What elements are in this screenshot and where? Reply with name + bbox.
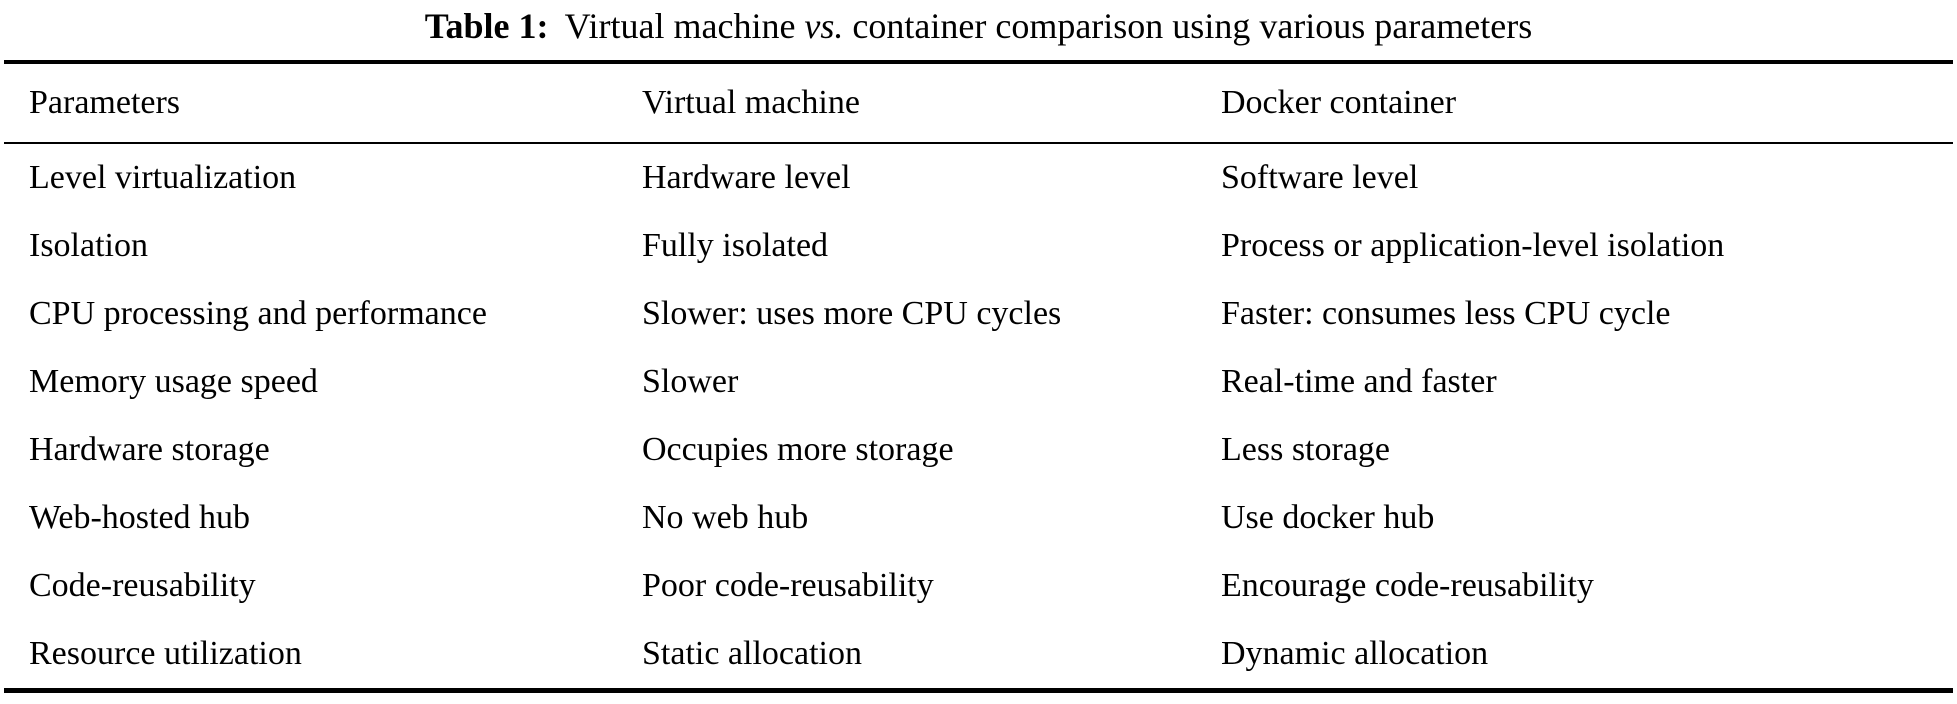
table-cell: Fully isolated <box>642 227 829 264</box>
table-cell: Web-hosted hub <box>29 499 251 536</box>
column-header-virtual-machine: Virtual machine <box>642 62 1221 144</box>
table-cell: Faster: consumes less CPU cycle <box>1221 295 1671 332</box>
table-row: Level virtualization Hardware level Soft… <box>4 143 1953 212</box>
table-row: CPU processing and performance Slower: u… <box>4 280 1953 348</box>
table-cell: Code-reusability <box>29 567 256 604</box>
table-row: Resource utilization Static allocation D… <box>4 620 1953 691</box>
table-cell: Software level <box>1221 159 1419 196</box>
table-row: Web-hosted hub No web hub Use docker hub <box>4 484 1953 552</box>
table-cell: Resource utilization <box>29 635 302 672</box>
table-row: Memory usage speed Slower Real-time and … <box>4 348 1953 416</box>
header-row: Parameters Virtual machine Docker contai… <box>4 62 1953 144</box>
column-header-parameters: Parameters <box>4 62 642 144</box>
table-cell: Level virtualization <box>29 159 297 196</box>
table-row: Code-reusability Poor code-reusability E… <box>4 552 1953 620</box>
table-cell: Slower <box>642 363 739 400</box>
column-header-docker-container: Docker container <box>1221 62 1953 144</box>
comparison-table: Parameters Virtual machine Docker contai… <box>4 60 1953 693</box>
table-cell: Slower: uses more CPU cycles <box>642 295 1062 332</box>
table-cell: Static allocation <box>642 635 862 672</box>
table-cell: Process or application-level isolation <box>1221 227 1725 264</box>
table-cell: Real-time and faster <box>1221 363 1497 400</box>
table-cell: CPU processing and performance <box>29 295 487 332</box>
table-cell: Memory usage speed <box>29 363 318 400</box>
table-cell: Hardware level <box>642 159 851 196</box>
caption-text-2: container comparison using various param… <box>843 6 1533 46</box>
table-caption: Table 1: Virtual machine vs. container co… <box>0 0 1957 60</box>
table-cell: No web hub <box>642 499 809 536</box>
caption-label: Table 1: <box>424 6 549 46</box>
table-row: Hardware storage Occupies more storage L… <box>4 416 1953 484</box>
table-cell: Less storage <box>1221 431 1391 468</box>
table-cell: Dynamic allocation <box>1221 635 1489 672</box>
table-cell: Poor code-reusability <box>642 567 934 604</box>
table-cell: Hardware storage <box>29 431 270 468</box>
caption-text-italic: vs. <box>804 6 844 46</box>
caption-text-1: Virtual machine <box>564 6 805 46</box>
table-cell: Isolation <box>29 227 148 264</box>
table-row: Isolation Fully isolated Process or appl… <box>4 212 1953 280</box>
table-cell: Occupies more storage <box>642 431 954 468</box>
table-cell: Use docker hub <box>1221 499 1435 536</box>
table-cell: Encourage code-reusability <box>1221 567 1594 604</box>
